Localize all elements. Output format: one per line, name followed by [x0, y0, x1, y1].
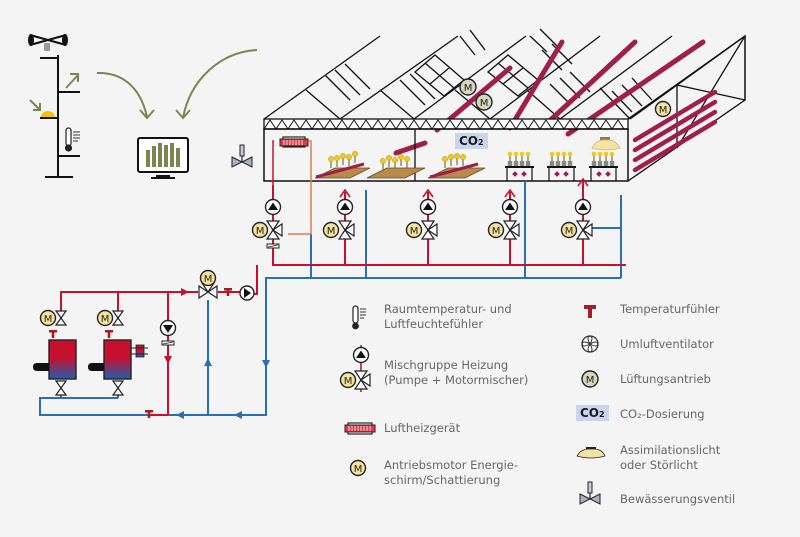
plant-bed [427, 152, 486, 179]
plant-bed [314, 150, 371, 179]
air-heater-icon [344, 422, 376, 435]
climate-computer-icon [137, 137, 189, 179]
return-pipes [39, 181, 622, 416]
irrigation-valve-icon [579, 481, 601, 505]
greenhouse [263, 28, 746, 182]
plant-table [589, 151, 618, 181]
wind-arrow-icon [65, 73, 79, 89]
boiler[interactable] [88, 309, 148, 396]
legend-label-irrigation-valve: Bewässerungsventil [620, 492, 736, 506]
main-pump[interactable] [239, 285, 255, 301]
circulation-fan-icon [581, 335, 599, 353]
co2-label: CO [459, 134, 479, 148]
irrigation-valve[interactable] [231, 144, 253, 168]
legend-label-ventilation-drive: Lüftungsantrieb [620, 372, 711, 386]
screen-motor[interactable] [654, 100, 672, 118]
sun-sensor-icon [29, 99, 55, 117]
ventilation-motor[interactable] [475, 93, 493, 111]
mixing-group-icon [339, 345, 371, 392]
plant-table [505, 151, 534, 181]
main-mixing-valve[interactable] [198, 269, 218, 299]
legend-label-mixing-group: Mischgruppe Heizung (Pumpe + Motormische… [384, 358, 529, 387]
legend-label-air-heater: Luftheizgerät [384, 421, 461, 435]
boiler[interactable] [33, 309, 77, 396]
co2-subscript: 2 [478, 138, 484, 147]
screen-motor-icon [349, 459, 367, 477]
legend-label-temperature-sensor: Temperaturfühler [620, 302, 720, 316]
legend-icons [339, 305, 606, 505]
weather-station [28, 33, 80, 178]
mixing-group[interactable] [322, 198, 355, 240]
legend-label-screen-motor: Antriebsmotor Energie- schirm/Schattieru… [384, 458, 518, 487]
bypass-pump[interactable] [159, 319, 177, 346]
data-flow-arrows [96, 49, 258, 120]
mixing-group[interactable] [487, 198, 520, 240]
thermometer-hygrometer-icon [352, 305, 366, 330]
legend-label-circulation-fan: Umluftventilator [620, 337, 714, 351]
legend-label-co2-dosing: CO₂-Dosierung [620, 407, 705, 421]
assimilation-light[interactable] [591, 137, 621, 151]
ventilation-drive-icon [581, 370, 599, 388]
anemometer-icon [28, 33, 68, 51]
temperature-sensor-icon [584, 305, 596, 318]
legend-label-assimilation-light: Assimilationslicht oder Störlicht [620, 443, 721, 472]
plant-bed [366, 153, 426, 179]
plant-table [547, 151, 576, 181]
assimilation-light-icon [576, 447, 606, 459]
co2-dosing-badge: CO2 [455, 133, 488, 149]
legend-label-room-sensor: Raumtemperatur- und Luftfeuchtefühler [384, 302, 512, 331]
mixing-group[interactable] [405, 198, 438, 240]
co2-dosing-icon: CO2 [576, 405, 609, 421]
outdoor-thermometer-icon [64, 127, 80, 152]
co2-icon-subscript: 2 [599, 410, 605, 419]
air-heater[interactable] [279, 136, 309, 148]
mixing-group[interactable] [560, 198, 593, 240]
ventilation-motor[interactable] [459, 78, 477, 96]
co2-icon-label: CO [580, 406, 600, 420]
mixing-group[interactable] [251, 198, 283, 249]
